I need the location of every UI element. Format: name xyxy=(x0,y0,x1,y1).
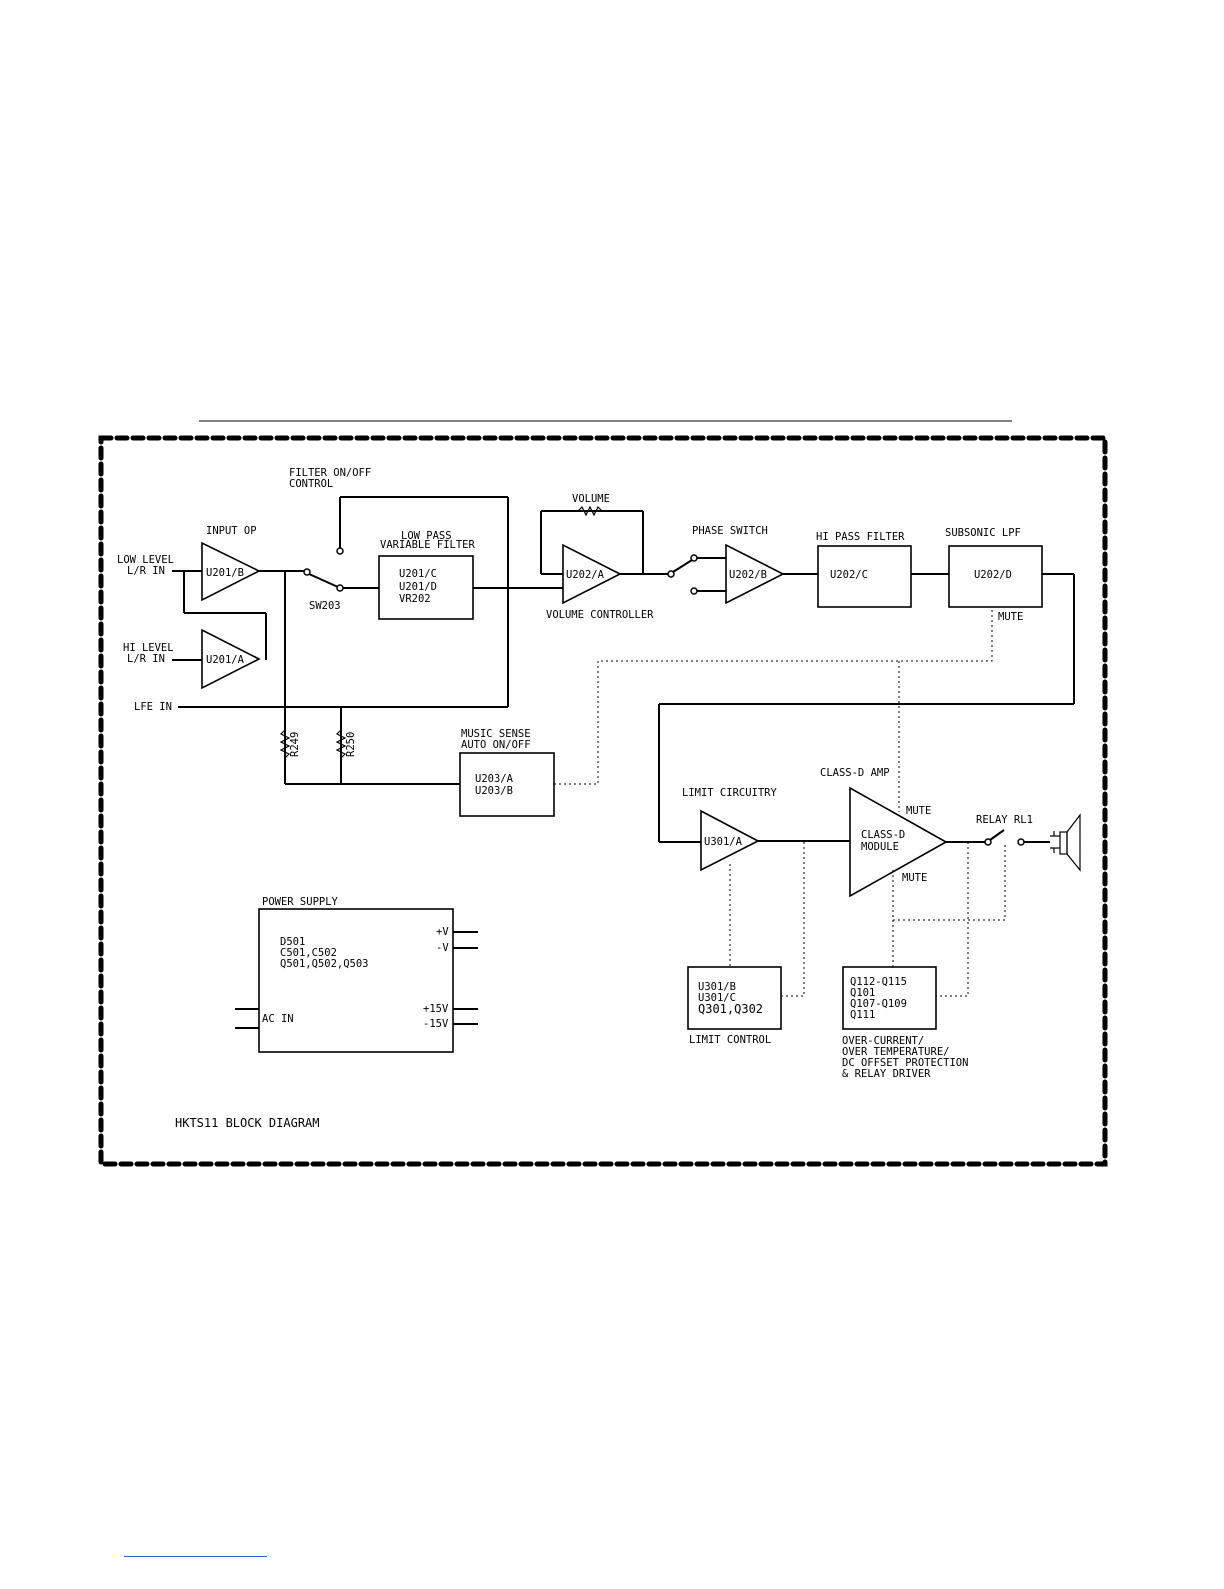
protection-desc-4: & RELAY DRIVER xyxy=(842,1068,931,1080)
protection-desc-2: OVER TEMPERATURE/ xyxy=(842,1046,949,1058)
limit-control-label: LIMIT CONTROL xyxy=(689,1034,771,1046)
r250-resistor xyxy=(335,729,347,759)
class-d-module xyxy=(849,786,948,898)
relay-label: RELAY RL1 xyxy=(976,814,1033,826)
class-d-module-label: CLASS-D xyxy=(861,829,905,841)
u201a-label: U201/A xyxy=(206,654,245,666)
diagram-caption: HKTS11 BLOCK DIAGRAM xyxy=(175,1116,320,1130)
lpf-line-3: VR202 xyxy=(399,593,431,605)
phase-switch-label: PHASE SWITCH xyxy=(692,525,768,537)
class-d-amp-label: CLASS-D AMP xyxy=(820,767,890,779)
ps-plus-15-label: +15V xyxy=(423,1003,449,1015)
u202b-label: U202/B xyxy=(729,569,767,581)
power-supply-box xyxy=(258,908,454,1053)
hi-level-label: HI LEVEL xyxy=(123,642,174,654)
protection-line-2: Q101 xyxy=(850,987,875,999)
u201b-opamp xyxy=(201,541,261,602)
protection-line-4: Q111 xyxy=(850,1009,875,1021)
protection-line-3: Q107-Q109 xyxy=(850,998,907,1010)
u203b-label: U203/B xyxy=(475,785,513,797)
protection-line-1: Q112-Q115 xyxy=(850,976,907,988)
lpf-title-2: VARIABLE FILTER xyxy=(380,539,476,551)
u202a-opamp xyxy=(562,543,622,605)
low-pass-filter-box xyxy=(378,555,474,620)
limit-control-box xyxy=(687,966,782,1030)
class-d-module-label-2: MODULE xyxy=(861,841,899,853)
music-sense-box xyxy=(459,752,555,817)
subsonic-lpf-label: SUBSONIC LPF xyxy=(945,527,1021,539)
power-supply-section xyxy=(235,908,478,1053)
subsonic-mute-label: MUTE xyxy=(998,611,1023,623)
input-op-label: INPUT OP xyxy=(206,525,257,537)
input-section xyxy=(172,496,993,817)
lfe-in-label: LFE IN xyxy=(134,701,172,713)
ps-minus-15-label: -15V xyxy=(423,1018,449,1030)
r249-label: R249 xyxy=(289,732,301,757)
u202d-label: U202/D xyxy=(974,569,1012,581)
u202b-opamp xyxy=(725,543,785,605)
mute-top-label: MUTE xyxy=(906,805,931,817)
hi-pass-filter-label: HI PASS FILTER xyxy=(816,531,905,543)
ps-line-3: Q501,Q502,Q503 xyxy=(280,958,369,970)
ac-in-label: AC IN xyxy=(262,1013,294,1025)
diagram-frame xyxy=(98,435,1108,1167)
sw203-label: SW203 xyxy=(309,600,341,612)
hi-pass-filter-box xyxy=(817,545,912,608)
limit-control-line-1: U301/B xyxy=(698,981,736,993)
music-sense-label-2: AUTO ON/OFF xyxy=(461,739,531,751)
ps-line-1: D501 xyxy=(280,936,305,948)
speaker-icon xyxy=(1050,813,1081,872)
lpf-title: LOW PASS xyxy=(401,530,452,542)
limit-control-line-3: Q301,Q302 xyxy=(698,1002,763,1016)
u301a-opamp xyxy=(700,809,760,872)
u202c-label: U202/C xyxy=(830,569,868,581)
u201a-opamp xyxy=(201,628,261,690)
protection-desc-1: OVER-CURRENT/ xyxy=(842,1035,924,1047)
subsonic-lpf-box xyxy=(948,545,1043,608)
volume-label: VOLUME xyxy=(572,493,610,505)
power-supply-label: POWER SUPPLY xyxy=(262,896,339,908)
ps-minus-v-label: -V xyxy=(436,942,449,954)
u301a-label: U301/A xyxy=(704,836,743,848)
ps-plus-v-label: +V xyxy=(436,926,449,938)
u202a-label: U202/A xyxy=(566,569,605,581)
volume-controller-label: VOLUME CONTROLLER xyxy=(546,609,654,621)
mute-bottom-label: MUTE xyxy=(902,872,927,884)
limit-circuitry-label: LIMIT CIRCUITRY xyxy=(682,787,778,799)
r249-resistor xyxy=(279,729,291,759)
protection-box xyxy=(842,966,937,1030)
protection-desc-3: DC OFFSET PROTECTION xyxy=(842,1057,968,1069)
ps-line-2: C501,C502 xyxy=(280,947,337,959)
lpf-line-2: U201/D xyxy=(399,581,437,593)
output-section xyxy=(687,661,1081,1030)
signal-chain xyxy=(540,505,1075,843)
r250-label: R250 xyxy=(345,732,357,757)
limit-control-line-2: U301/C xyxy=(698,992,736,1004)
footer-rule xyxy=(124,1556,267,1557)
music-sense-label: MUSIC SENSE xyxy=(461,728,531,740)
filter-onoff-label-2: CONTROL xyxy=(289,478,333,490)
lpf-line-1: U201/C xyxy=(399,568,437,580)
hi-level-label-2: L/R IN xyxy=(127,653,165,665)
u201b-label: U201/B xyxy=(206,567,244,579)
volume-resistor xyxy=(577,505,603,517)
low-level-label-2: L/R IN xyxy=(127,565,165,577)
low-level-label: LOW LEVEL xyxy=(117,554,174,566)
filter-onoff-label: FILTER ON/OFF xyxy=(289,467,371,479)
u203a-label: U203/A xyxy=(475,773,514,785)
